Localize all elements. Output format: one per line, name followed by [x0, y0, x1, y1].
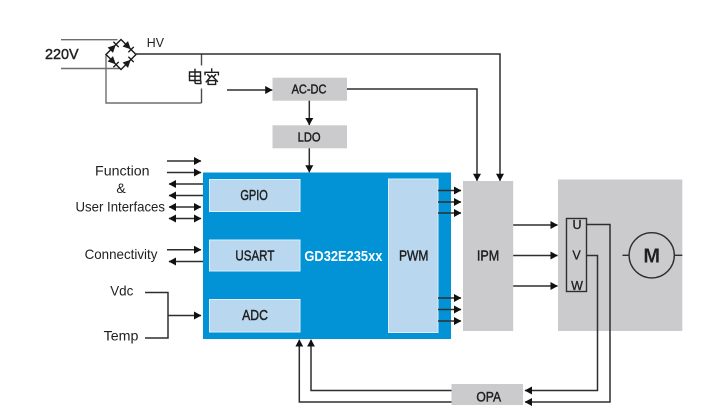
svg-text:GPIO: GPIO: [240, 188, 268, 204]
svg-text:Temp: Temp: [104, 327, 139, 343]
svg-text:IPM: IPM: [477, 247, 499, 264]
svg-text:M: M: [643, 245, 660, 267]
svg-text:User Interfaces: User Interfaces: [76, 199, 166, 215]
svg-text:ADC: ADC: [242, 308, 268, 324]
svg-text:USART: USART: [235, 247, 274, 264]
svg-text:&: &: [116, 180, 126, 196]
svg-text:Function: Function: [95, 163, 150, 179]
svg-text:LDO: LDO: [298, 129, 321, 144]
svg-text:OPA: OPA: [476, 390, 501, 405]
svg-text:HV: HV: [147, 36, 165, 50]
svg-text:GD32E235xx: GD32E235xx: [304, 248, 383, 265]
svg-text:Connectivity: Connectivity: [85, 246, 158, 262]
svg-text:220V: 220V: [45, 46, 79, 63]
svg-text:Vdc: Vdc: [110, 283, 133, 299]
svg-text:AC-DC: AC-DC: [292, 82, 327, 96]
svg-text:PWM: PWM: [399, 247, 429, 264]
svg-text:U: U: [572, 218, 581, 232]
svg-text:V: V: [572, 249, 581, 263]
svg-text:W: W: [571, 279, 583, 293]
